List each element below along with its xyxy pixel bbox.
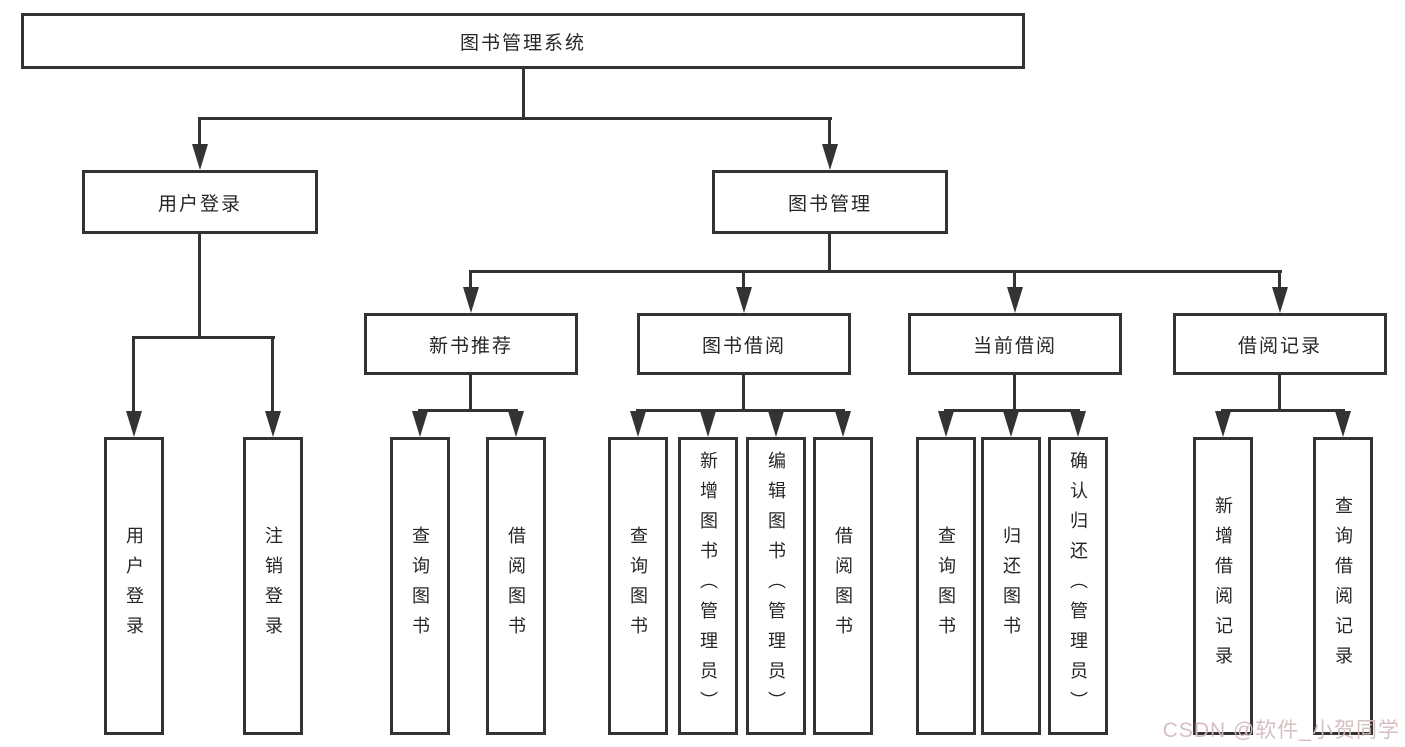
connector-line bbox=[132, 336, 275, 339]
connector-line bbox=[636, 409, 845, 412]
arrow-down-icon bbox=[938, 411, 954, 437]
leaf-user-login: 用户登录 bbox=[104, 437, 164, 735]
arrow-down-icon bbox=[1272, 287, 1288, 313]
arrow-down-icon bbox=[630, 411, 646, 437]
connector-line bbox=[469, 375, 472, 411]
node-label: 新书推荐 bbox=[428, 335, 513, 357]
node-label: 图书管理系统 bbox=[459, 32, 586, 54]
node-label: 查询图书 bbox=[410, 526, 430, 646]
arrow-down-icon bbox=[463, 287, 479, 313]
connector-line bbox=[944, 409, 1080, 412]
arrow-down-icon bbox=[265, 411, 281, 437]
node-user-login: 用户登录 bbox=[82, 170, 318, 234]
connector-line bbox=[271, 336, 274, 414]
arrow-down-icon bbox=[1070, 411, 1086, 437]
arrow-down-icon bbox=[1335, 411, 1351, 437]
node-book-borrowing: 图书借阅 bbox=[637, 313, 851, 375]
arrow-down-icon bbox=[700, 411, 716, 437]
leaf-query-books: 查询图书 bbox=[916, 437, 976, 735]
node-label: 确认归还（管理员） bbox=[1068, 451, 1088, 721]
csdn-watermark: CSDN @软件_小贺同学 bbox=[1162, 719, 1400, 742]
node-label: 查询图书 bbox=[936, 526, 956, 646]
connector-line bbox=[469, 270, 472, 290]
connector-line bbox=[1278, 270, 1281, 290]
leaf-borrow-books: 借阅图书 bbox=[486, 437, 546, 735]
connector-line bbox=[1278, 375, 1281, 411]
node-label: 注销登录 bbox=[263, 526, 283, 646]
node-current-borrowing: 当前借阅 bbox=[908, 313, 1122, 375]
connector-line bbox=[742, 270, 745, 290]
leaf-add-book-admin: 新增图书（管理员） bbox=[678, 437, 738, 735]
arrow-down-icon bbox=[126, 411, 142, 437]
connector-line bbox=[198, 117, 832, 120]
connector-line bbox=[198, 234, 201, 338]
leaf-borrow-books: 借阅图书 bbox=[813, 437, 873, 735]
node-borrowing-records: 借阅记录 bbox=[1173, 313, 1387, 375]
leaf-add-borrow-record: 新增借阅记录 bbox=[1193, 437, 1253, 735]
node-label: 借阅图书 bbox=[506, 526, 526, 646]
connector-line bbox=[1013, 270, 1016, 290]
node-label: 新增图书（管理员） bbox=[698, 451, 718, 721]
node-label: 查询图书 bbox=[628, 526, 648, 646]
node-new-book-recommendation: 新书推荐 bbox=[364, 313, 578, 375]
arrow-down-icon bbox=[736, 287, 752, 313]
arrow-down-icon bbox=[768, 411, 784, 437]
leaf-query-books: 查询图书 bbox=[608, 437, 668, 735]
arrow-down-icon bbox=[508, 411, 524, 437]
node-label: 查询借阅记录 bbox=[1333, 496, 1353, 676]
arrow-down-icon bbox=[1007, 287, 1023, 313]
node-label: 图书管理 bbox=[787, 193, 872, 215]
leaf-confirm-return-admin: 确认归还（管理员） bbox=[1048, 437, 1108, 735]
node-label: 当前借阅 bbox=[972, 335, 1057, 357]
connector-line bbox=[828, 117, 831, 147]
connector-line bbox=[132, 336, 135, 414]
node-label: 编辑图书（管理员） bbox=[766, 451, 786, 721]
node-label: 用户登录 bbox=[124, 526, 144, 646]
arrow-down-icon bbox=[192, 144, 208, 170]
node-label: 图书借阅 bbox=[701, 335, 786, 357]
connector-line bbox=[418, 409, 518, 412]
node-label: 借阅图书 bbox=[833, 526, 853, 646]
node-label: 新增借阅记录 bbox=[1213, 496, 1233, 676]
node-label: 用户登录 bbox=[157, 193, 242, 215]
leaf-query-books: 查询图书 bbox=[390, 437, 450, 735]
node-label: 归还图书 bbox=[1001, 526, 1021, 646]
connector-line bbox=[198, 117, 201, 147]
node-label: 借阅记录 bbox=[1237, 335, 1322, 357]
arrow-down-icon bbox=[412, 411, 428, 437]
arrow-down-icon bbox=[1003, 411, 1019, 437]
leaf-logout: 注销登录 bbox=[243, 437, 303, 735]
connector-line bbox=[469, 270, 1282, 273]
arrow-down-icon bbox=[1215, 411, 1231, 437]
leaf-edit-book-admin: 编辑图书（管理员） bbox=[746, 437, 806, 735]
connector-line bbox=[1013, 375, 1016, 411]
connector-line bbox=[742, 375, 745, 411]
connector-line bbox=[1221, 409, 1345, 412]
node-library-management-system: 图书管理系统 bbox=[21, 13, 1025, 69]
connector-line bbox=[522, 69, 525, 119]
leaf-query-borrow-record: 查询借阅记录 bbox=[1313, 437, 1373, 735]
leaf-return-books: 归还图书 bbox=[981, 437, 1041, 735]
arrow-down-icon bbox=[822, 144, 838, 170]
arrow-down-icon bbox=[835, 411, 851, 437]
node-book-management: 图书管理 bbox=[712, 170, 948, 234]
connector-line bbox=[828, 234, 831, 272]
